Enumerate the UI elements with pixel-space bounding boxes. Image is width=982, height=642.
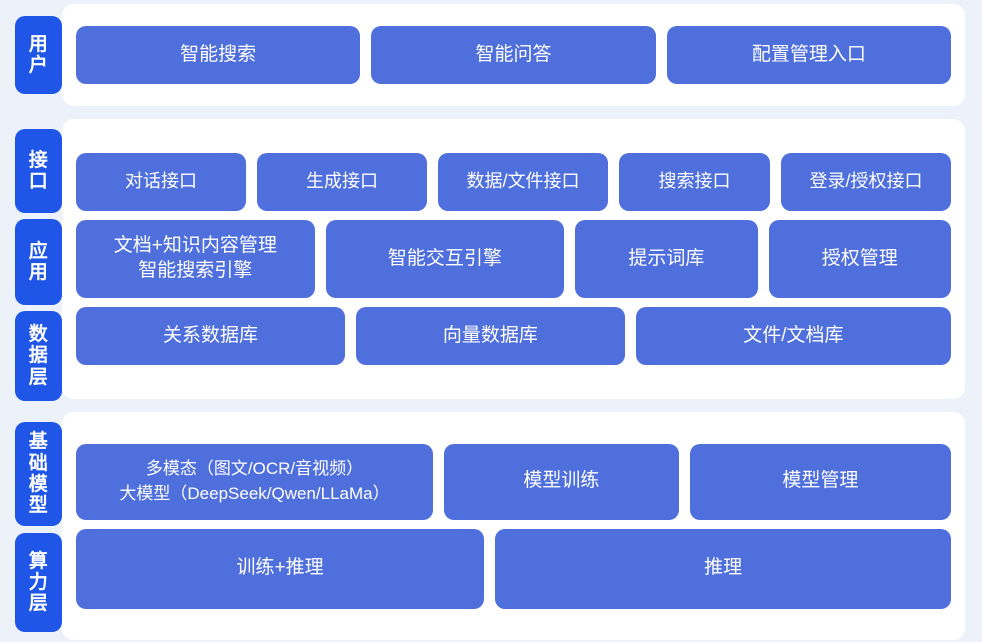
band-middle: 接口 应用 数据层 对话接口 生成接口 数据/文件接口 搜索接口 登录/授权接口… (0, 119, 982, 401)
box-multimodal-large-model[interactable]: 多模态（图文/OCR/音视频） 大模型（DeepSeek/Qwen/LLaMa） (76, 443, 434, 520)
row-user-entries: 智能搜索 智能问答 配置管理入口 (76, 26, 951, 84)
box-model-training[interactable]: 模型训练 (444, 443, 679, 520)
layer-tab-user[interactable]: 用户 (15, 16, 62, 94)
box-prompt-library[interactable]: 提示词库 (575, 220, 758, 298)
layer-tab-interface[interactable]: 接口 (15, 129, 62, 213)
box-doc-knowledge-management[interactable]: 文档+知识内容管理 智能搜索引擎 (76, 220, 315, 298)
layer-tab-foundation-model[interactable]: 基础模型 (15, 422, 62, 526)
box-inference[interactable]: 推理 (495, 528, 951, 609)
row-foundation-model: 多模态（图文/OCR/音视频） 大模型（DeepSeek/Qwen/LLaMa）… (76, 443, 951, 520)
box-data-file-api[interactable]: 数据/文件接口 (437, 153, 608, 211)
row-interface: 对话接口 生成接口 数据/文件接口 搜索接口 登录/授权接口 (76, 153, 951, 211)
row-compute: 训练+推理 推理 (76, 528, 951, 609)
box-generation-api[interactable]: 生成接口 (256, 153, 427, 211)
tab-column-bottom: 基础模型 算力层 (0, 412, 62, 640)
tab-column-middle: 接口 应用 数据层 (0, 119, 62, 401)
spacer-middle-bottom (0, 399, 982, 412)
band-bottom: 基础模型 算力层 多模态（图文/OCR/音视频） 大模型（DeepSeek/Qw… (0, 412, 982, 640)
card-bottom: 多模态（图文/OCR/音视频） 大模型（DeepSeek/Qwen/LLaMa）… (62, 412, 965, 640)
box-training-inference[interactable]: 训练+推理 (76, 528, 485, 609)
layer-tab-data[interactable]: 数据层 (15, 311, 62, 401)
band-user: 用户 智能搜索 智能问答 配置管理入口 (0, 4, 982, 106)
box-search-api[interactable]: 搜索接口 (618, 153, 770, 211)
layer-tab-application[interactable]: 应用 (15, 219, 62, 305)
row-data: 关系数据库 向量数据库 文件/文档库 (76, 307, 951, 365)
spacer-user-middle (0, 106, 982, 119)
box-intelligent-qa[interactable]: 智能问答 (371, 26, 656, 84)
box-file-document-store[interactable]: 文件/文档库 (635, 307, 951, 365)
box-config-management-entry[interactable]: 配置管理入口 (666, 26, 951, 84)
card-middle: 对话接口 生成接口 数据/文件接口 搜索接口 登录/授权接口 文档+知识内容管理… (62, 119, 965, 399)
card-user: 智能搜索 智能问答 配置管理入口 (62, 4, 965, 106)
tab-column-user: 用户 (0, 4, 62, 106)
row-application: 文档+知识内容管理 智能搜索引擎 智能交互引擎 提示词库 授权管理 (76, 220, 951, 298)
layer-tab-compute[interactable]: 算力层 (15, 533, 62, 632)
box-intelligent-search[interactable]: 智能搜索 (76, 26, 361, 84)
box-model-management[interactable]: 模型管理 (689, 443, 951, 520)
box-authorization-management[interactable]: 授权管理 (768, 220, 951, 298)
box-relational-database[interactable]: 关系数据库 (76, 307, 345, 365)
box-login-auth-api[interactable]: 登录/授权接口 (780, 153, 951, 211)
box-dialog-api[interactable]: 对话接口 (76, 153, 246, 211)
box-vector-database[interactable]: 向量数据库 (355, 307, 625, 365)
box-interaction-engine[interactable]: 智能交互引擎 (325, 220, 565, 298)
